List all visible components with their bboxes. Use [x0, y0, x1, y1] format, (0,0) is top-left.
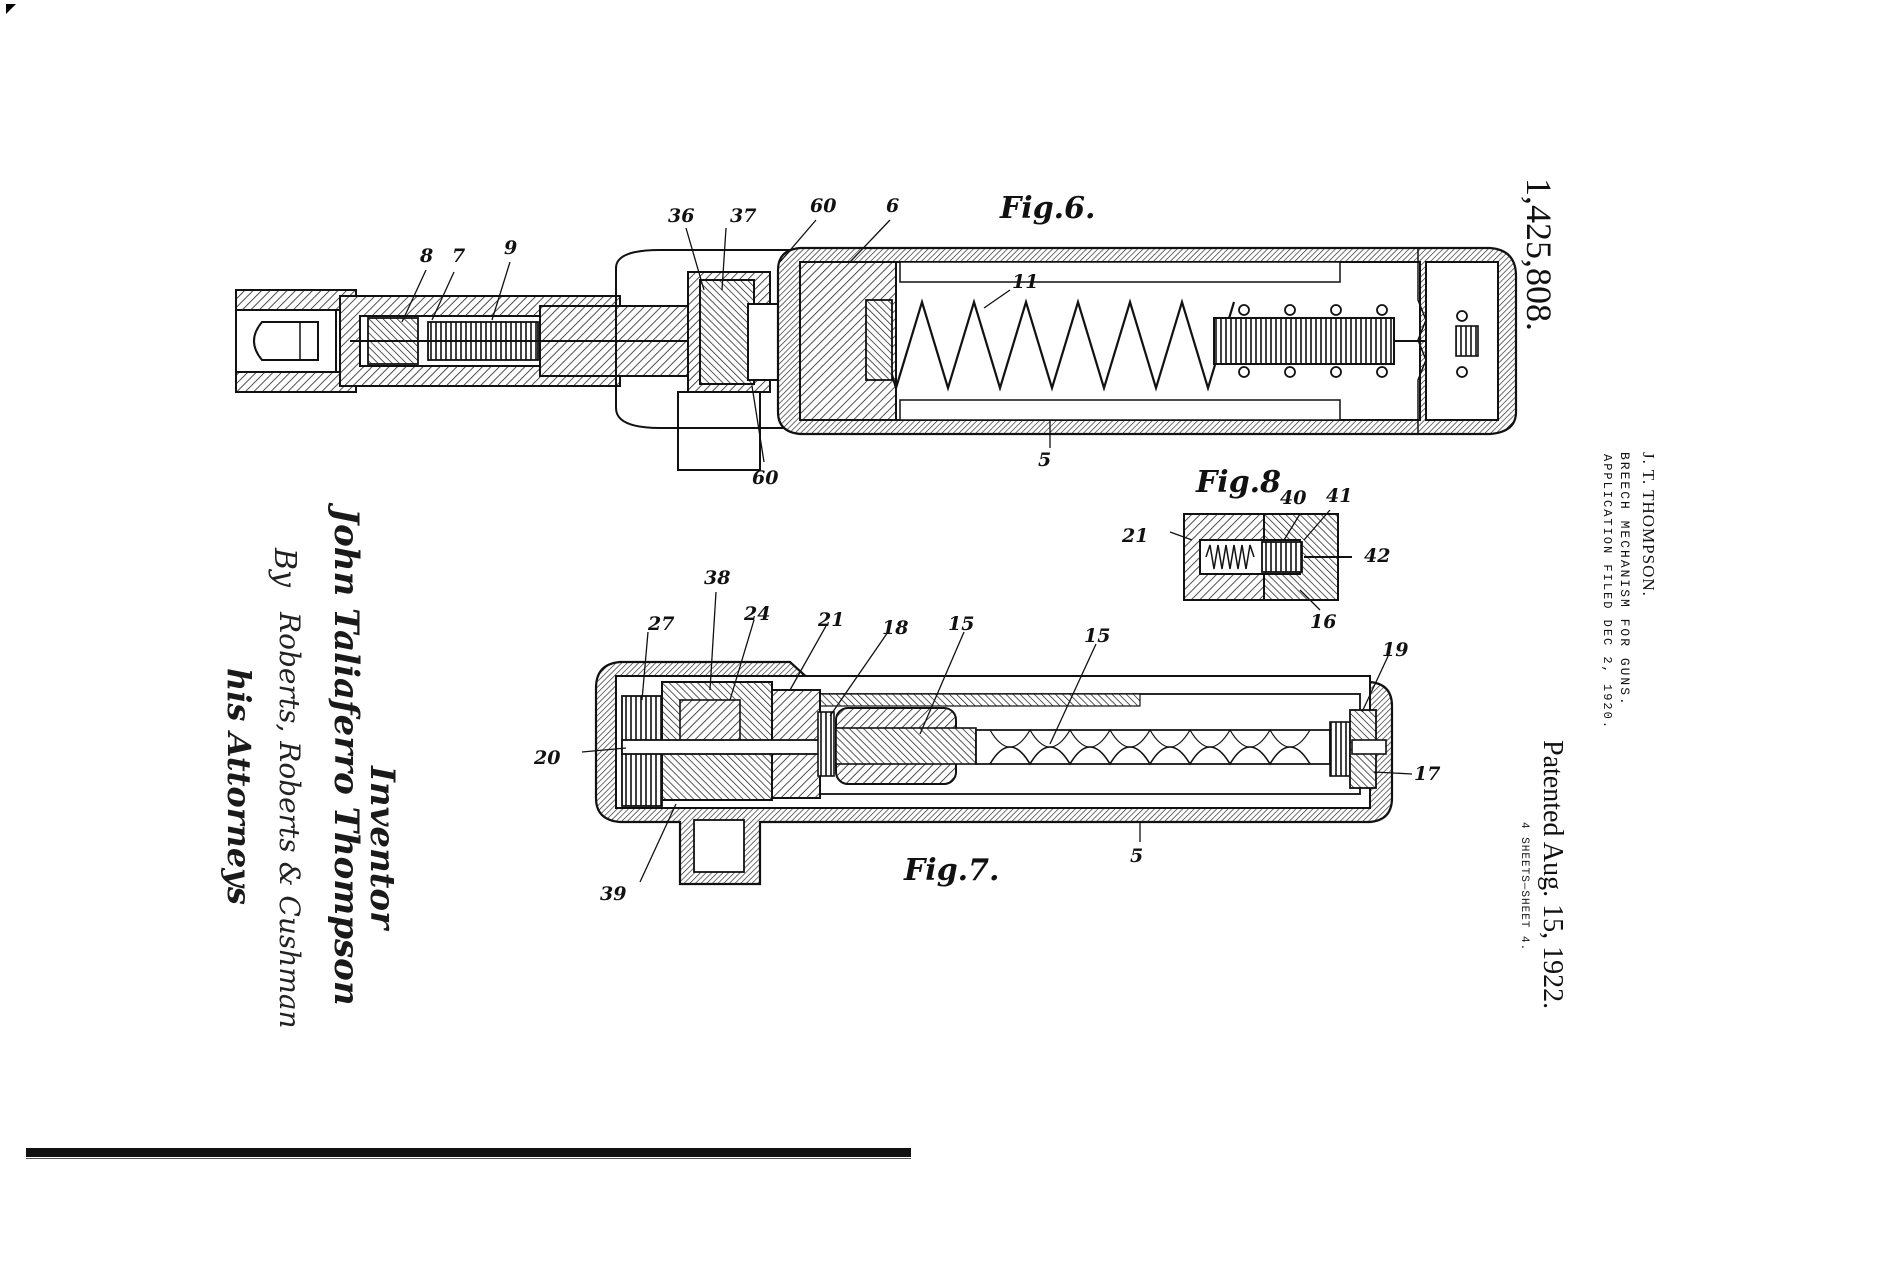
- fig6-ref-8: 8: [419, 245, 433, 267]
- inventor-name-header: J. T. THOMPSON.: [1639, 452, 1658, 597]
- fig7-ref-19: 19: [1382, 639, 1408, 661]
- fig6-ref-5: 5: [1038, 449, 1051, 471]
- fig6-label: Fig.6.: [999, 191, 1095, 226]
- figure-8-drawing: Fig.8 40 41 21 42 16: [1121, 465, 1390, 633]
- patent-number: 1,425,808.: [1519, 178, 1559, 331]
- fig7-ref-20: 20: [533, 747, 560, 769]
- figure-7-drawing: Fig.7. 38 27 24 21 18 15 15 19 20 17 39 …: [533, 567, 1440, 905]
- fig8-label: Fig.8: [1195, 465, 1281, 500]
- fig6-ref-6: 6: [886, 195, 899, 217]
- fig7-ref-5: 5: [1130, 845, 1143, 867]
- inventor-label: Inventor: [362, 766, 402, 930]
- application-filed: APPLICATION FILED DEC 2, 1920.: [1600, 454, 1614, 731]
- inventor-signature-name: John Taliaferro Thompson: [326, 508, 366, 1006]
- fig6-ref-36: 36: [668, 205, 694, 227]
- fig7-ref-15-screw: 15: [1084, 625, 1110, 647]
- sheet-count: 4 SHEETS—SHEET 4.: [1518, 822, 1530, 952]
- bottom-border-rule-thin: [26, 1158, 911, 1159]
- fig7-ref-24: 24: [743, 603, 770, 625]
- fig7-ref-17: 17: [1414, 763, 1440, 785]
- fig8-ref-40: 40: [1280, 487, 1306, 509]
- fig6-ref-37: 37: [730, 205, 756, 227]
- fig8-ref-16: 16: [1310, 611, 1336, 633]
- fig7-ref-38: 38: [704, 567, 730, 589]
- fig6-ref-7: 7: [452, 245, 465, 267]
- bottom-border-rule: [26, 1148, 911, 1157]
- by-label: By: [267, 548, 302, 587]
- fig8-ref-21: 21: [1121, 525, 1148, 547]
- fig6-ref-9: 9: [504, 237, 517, 259]
- patent-title: BREECH MECHANISM FOR GUNS.: [1617, 452, 1632, 707]
- fig6-ref-60-bottom: 60: [752, 467, 778, 489]
- fig7-ref-39: 39: [600, 883, 626, 905]
- fig7-ref-15-nut: 15: [948, 613, 974, 635]
- fig7-ref-27: 27: [647, 613, 674, 635]
- fig6-ref-60-top: 60: [810, 195, 836, 217]
- patented-date: Patented Aug. 15, 1922.: [1537, 740, 1568, 1010]
- fig8-ref-41: 41: [1326, 485, 1352, 507]
- figure-6-drawing: Fig.6. 8 7 9 36 37 60 6 11 5 60: [235, 191, 1518, 489]
- fig7-ref-21: 21: [817, 609, 844, 631]
- fig7-ref-18: 18: [882, 617, 908, 639]
- fig8-ref-42: 42: [1364, 545, 1390, 567]
- fig7-label: Fig.7.: [903, 853, 999, 888]
- attorneys-label: his Attorneys: [220, 668, 258, 905]
- attorneys-signature: Roberts, Roberts & Cushman: [273, 612, 306, 1029]
- corner-mark: [6, 4, 16, 14]
- fig6-ref-11: 11: [1012, 271, 1038, 293]
